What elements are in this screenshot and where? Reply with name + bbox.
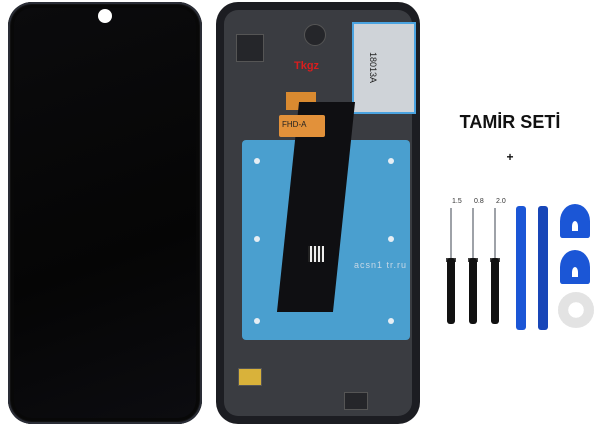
phone-front-screen bbox=[8, 2, 202, 424]
screwdriver-2-0 bbox=[490, 208, 500, 328]
panel-screw-dot bbox=[254, 318, 260, 324]
screwdriver-label: 2.0 bbox=[496, 198, 506, 205]
display-glass bbox=[14, 8, 196, 418]
pry-tool bbox=[538, 206, 548, 330]
camera-notch bbox=[98, 9, 112, 23]
usb-port-slot bbox=[344, 392, 368, 410]
triangle-pick bbox=[560, 204, 590, 238]
plus-sign: + bbox=[506, 150, 514, 164]
panel-screw-dot bbox=[388, 158, 394, 164]
panel-screw-dot bbox=[388, 236, 394, 242]
flex-label-tab bbox=[279, 115, 325, 137]
flex-tag: FHD-A bbox=[282, 120, 307, 129]
gold-contact-pad bbox=[238, 368, 262, 386]
pry-tool bbox=[516, 206, 526, 330]
mid-frame: 18013A FHD-A Tkgz acsn1 tr.ru bbox=[224, 10, 416, 416]
panel-screw-dot bbox=[254, 236, 260, 242]
panel-screw-dot bbox=[254, 158, 260, 164]
screwdriver-label: 1.5 bbox=[452, 198, 462, 205]
watermark-text: acsn1 tr.ru bbox=[354, 260, 408, 270]
triangle-pick bbox=[560, 250, 590, 284]
panel-screw-dot bbox=[388, 318, 394, 324]
earpiece-slot bbox=[304, 24, 326, 46]
screwdriver-label: 0.8 bbox=[474, 198, 484, 205]
screwdriver-0-8 bbox=[468, 208, 478, 328]
repair-kit-title: TAMİR SETİ bbox=[459, 112, 561, 132]
phone-back-frame: 18013A FHD-A Tkgz acsn1 tr.ru bbox=[216, 2, 420, 424]
screwdriver-1-5 bbox=[446, 208, 456, 328]
suction-cup bbox=[558, 292, 594, 328]
brand-tag: Tkgz bbox=[294, 60, 320, 72]
serial-text: 18013A bbox=[368, 52, 378, 84]
qr-code bbox=[308, 246, 324, 262]
serial-sticker: 18013A bbox=[352, 22, 416, 114]
camera-module-slot bbox=[236, 34, 264, 62]
